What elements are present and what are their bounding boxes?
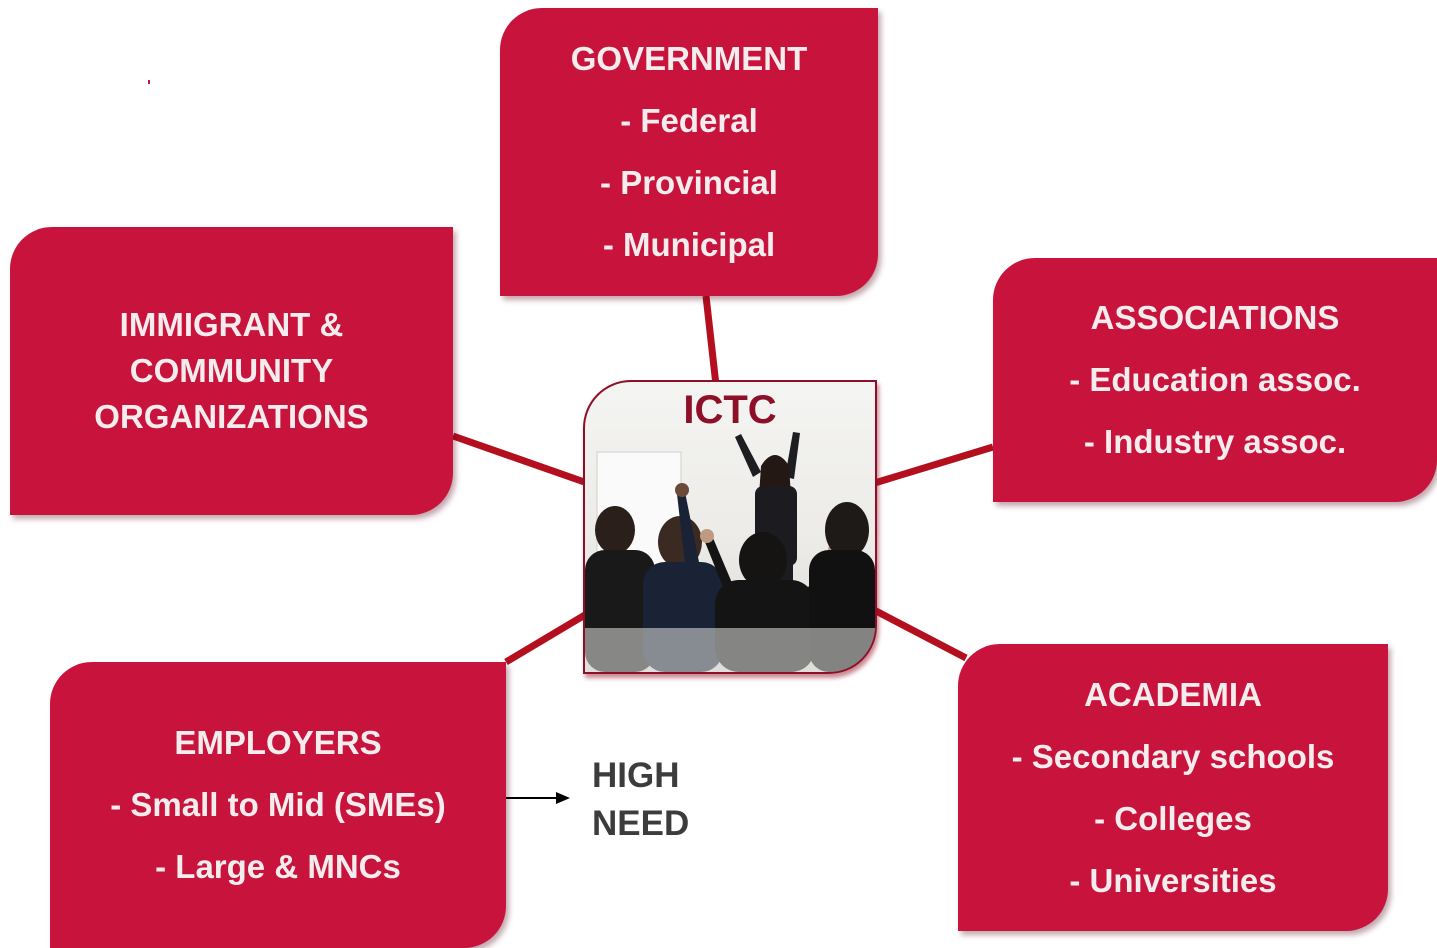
government-box: GOVERNMENT - Federal - Provincial - Muni… [500, 8, 878, 296]
government-item-municipal: - Municipal [602, 226, 776, 263]
center-node: ICTC [583, 380, 877, 674]
high-need-label: HIGH NEED [592, 752, 689, 848]
employers-item-smes: - Small to Mid (SMEs) [110, 786, 446, 823]
academia-item-universities: - Universities [1069, 861, 1277, 899]
academia-box: ACADEMIA - Secondary schools - Colleges … [958, 644, 1388, 931]
high-need-line-1: HIGH [592, 756, 680, 795]
associations-box: ASSOCIATIONS - Education assoc. - Indust… [993, 258, 1437, 502]
academia-title: ACADEMIA [1084, 675, 1262, 713]
associations-item-education: - Education assoc. [1069, 361, 1361, 398]
high-need-arrowhead [556, 792, 570, 804]
immigrant-line-3: ORGANIZATIONS [94, 398, 369, 435]
immigrant-line-1: IMMIGRANT & [119, 306, 344, 343]
government-item-federal: - Federal [620, 102, 758, 139]
high-need-line-2: NEED [592, 804, 690, 843]
employers-box: EMPLOYERS - Small to Mid (SMEs) - Large … [50, 662, 506, 948]
connector-government [702, 295, 720, 386]
center-title: ICTC [683, 388, 777, 432]
associations-title: ASSOCIATIONS [1090, 299, 1340, 336]
connector-immigrant [451, 432, 592, 488]
immigrant-line-2: COMMUNITY [129, 352, 334, 389]
employers-item-large: - Large & MNCs [155, 848, 401, 885]
government-title: GOVERNMENT [570, 40, 808, 77]
academia-item-secondary: - Secondary schools [1011, 737, 1335, 775]
employers-title: EMPLOYERS [174, 724, 382, 761]
connector-associations [866, 443, 995, 489]
cheering-audience-image [585, 432, 875, 672]
stray-mark [148, 80, 150, 84]
government-item-provincial: - Provincial [600, 164, 778, 201]
immigrant-box: IMMIGRANT & COMMUNITY ORGANIZATIONS [10, 227, 453, 515]
associations-item-industry: - Industry assoc. [1083, 423, 1347, 460]
academia-item-colleges: - Colleges [1094, 799, 1252, 837]
